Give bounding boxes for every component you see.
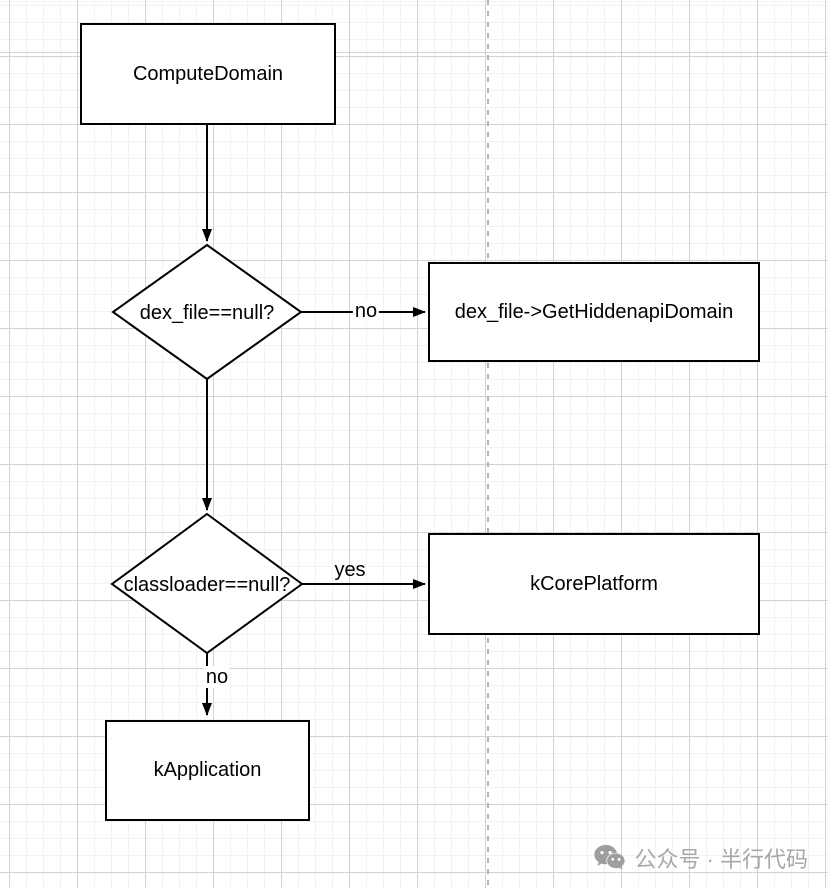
node-kapplication: kApplication	[105, 720, 310, 821]
diamond-dex-file-check-label: dex_file==null?	[139, 302, 275, 324]
diamond-classloader-check	[110, 512, 304, 655]
watermark: 公众号 · 半行代码	[594, 841, 808, 875]
node-get-hiddenapi-domain: dex_file->GetHiddenapiDomain	[428, 262, 760, 362]
edge-label-classloader-no: no	[203, 666, 231, 688]
wechat-icon	[594, 844, 626, 870]
edge-label-classloader-yes: yes	[334, 559, 366, 581]
node-kapplication-label: kApplication	[153, 759, 262, 781]
watermark-text: 公众号 · 半行代码	[634, 847, 808, 872]
node-kcore-platform-label: kCorePlatform	[530, 572, 658, 595]
node-compute-domain-label: ComputeDomain	[132, 62, 284, 85]
edge-label-dex-no: no	[352, 300, 380, 322]
node-kcore-platform: kCorePlatform	[428, 533, 760, 635]
node-get-hiddenapi-domain-label: dex_file->GetHiddenapiDomain	[454, 300, 734, 323]
diamond-classloader-check-label: classloader==null?	[123, 574, 291, 596]
node-compute-domain: ComputeDomain	[80, 23, 336, 125]
diamond-dex-file-check	[111, 243, 303, 381]
